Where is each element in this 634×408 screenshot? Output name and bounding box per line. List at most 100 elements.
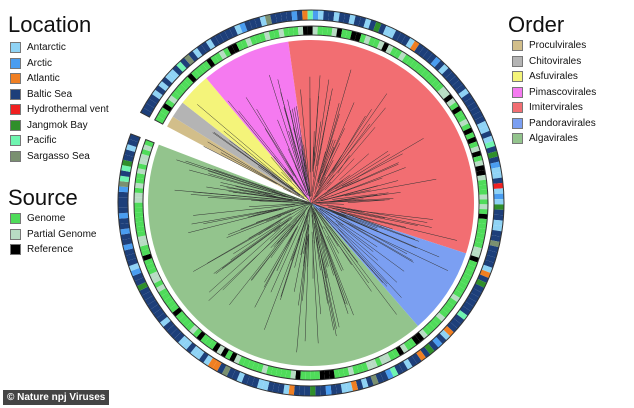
- source-ring-cell: [407, 337, 417, 348]
- legend-swatch: [512, 40, 523, 52]
- location-ring-cell: [151, 89, 163, 100]
- location-ring-cell: [455, 83, 467, 95]
- legend-item: Algavirales: [512, 131, 596, 147]
- location-ring-cell: [126, 258, 139, 267]
- tree-branch: [281, 171, 306, 198]
- location-ring-cell: [288, 384, 295, 396]
- tree-branch: [312, 176, 326, 200]
- location-ring-cell: [485, 145, 497, 154]
- source-ring-cell: [214, 52, 224, 63]
- source-ring-cell: [180, 79, 191, 90]
- source-ring-cell: [159, 107, 170, 116]
- source-ring-cell: [280, 368, 287, 379]
- source-ring-cell: [222, 47, 232, 58]
- tree-branch: [273, 156, 310, 202]
- location-ring-cell: [267, 381, 275, 393]
- tree-branch: [319, 208, 378, 248]
- legend-item: Sargasso Sea: [10, 149, 109, 165]
- source-ring-cell: [365, 360, 374, 371]
- tree-branch: [325, 226, 372, 292]
- tree-branch: [269, 223, 288, 241]
- source-ring-cell: [463, 268, 475, 277]
- source-ring-cell: [475, 164, 485, 172]
- location-ring-cell: [462, 301, 474, 312]
- legend-item: Proculvirales: [512, 38, 596, 54]
- source-ring-cell: [268, 30, 276, 40]
- location-ring-cell: [396, 32, 406, 44]
- tree-branch: [314, 139, 334, 194]
- tree-branch: [303, 220, 309, 267]
- tree-branch: [336, 210, 406, 228]
- source-ring-cell: [196, 330, 206, 341]
- location-ring-cell: [335, 383, 343, 395]
- tree-branch: [307, 235, 309, 267]
- location-ring-cell: [293, 385, 300, 396]
- source-ring-cell: [233, 354, 242, 365]
- location-ring-cell: [118, 197, 129, 203]
- tree-branch: [294, 107, 308, 181]
- location-ring-cell: [365, 376, 374, 388]
- location-ring-cell: [348, 14, 356, 25]
- source-ring-cell: [435, 312, 446, 322]
- source-ring-cell: [322, 26, 328, 36]
- location-ring-cell: [125, 253, 137, 262]
- tree-branch: [276, 225, 293, 244]
- tree-branch: [207, 197, 298, 203]
- tree-branch: [274, 213, 302, 239]
- source-ring-cell: [356, 363, 364, 374]
- location-ring-cell: [477, 274, 489, 284]
- location-ring-cell: [445, 71, 457, 83]
- location-ring-cell: [453, 313, 465, 325]
- tree-branch: [230, 224, 281, 261]
- location-ring-cell: [304, 385, 311, 396]
- location-ring-cell: [487, 245, 499, 253]
- location-ring-cell: [323, 10, 330, 21]
- tree-branch: [176, 159, 283, 195]
- source-ring-cell: [340, 28, 348, 39]
- tree-branch: [321, 139, 336, 174]
- tree-branch: [203, 146, 277, 185]
- source-ring-cell: [169, 303, 180, 313]
- location-ring-cell: [368, 19, 377, 31]
- tree-branch: [304, 206, 311, 232]
- tree-branch: [309, 98, 312, 197]
- source-ring-cell: [444, 301, 455, 311]
- tree-branch: [315, 234, 334, 331]
- source-ring-cell: [305, 370, 311, 380]
- location-ring-cell: [338, 12, 346, 23]
- location-ring-cell: [430, 56, 441, 68]
- source-ring-cell: [378, 354, 387, 365]
- location-ring-cell: [474, 115, 486, 125]
- location-ring-cell: [176, 61, 187, 73]
- location-ring-cell: [409, 40, 420, 52]
- source-ring-cell: [352, 364, 360, 375]
- location-ring-cell: [207, 357, 218, 369]
- location-ring-cell: [394, 363, 404, 375]
- location-ring-cell: [272, 382, 280, 394]
- source-ring-cell: [347, 365, 355, 376]
- location-ring-cell: [391, 29, 402, 42]
- legend-item: Hydrothermal vent: [10, 102, 109, 118]
- source-ring-cell: [164, 98, 176, 109]
- tree-branch: [318, 185, 378, 202]
- source-ring-cell: [147, 266, 158, 275]
- location-ring-cell: [246, 375, 255, 387]
- tree-branch: [293, 127, 310, 195]
- tree-branch: [312, 211, 340, 328]
- tree-branch: [277, 79, 300, 168]
- tree-branch: [312, 146, 314, 172]
- location-ring-cell: [443, 325, 455, 337]
- tree-branch: [220, 182, 287, 198]
- tree-branch: [328, 93, 388, 177]
- source-ring-cell: [448, 101, 459, 111]
- legend-label: Antarctic: [27, 42, 66, 54]
- tree-branch: [300, 136, 306, 169]
- source-ring-cell: [470, 145, 481, 154]
- source-ring-cell: [194, 66, 205, 77]
- location-ring-cell: [172, 64, 184, 76]
- source-ring-cell: [256, 362, 264, 373]
- source-ring-cell: [134, 216, 145, 223]
- location-ring-cell: [256, 378, 265, 390]
- location-ring-cell: [198, 351, 209, 364]
- source-ring-cell: [138, 158, 149, 166]
